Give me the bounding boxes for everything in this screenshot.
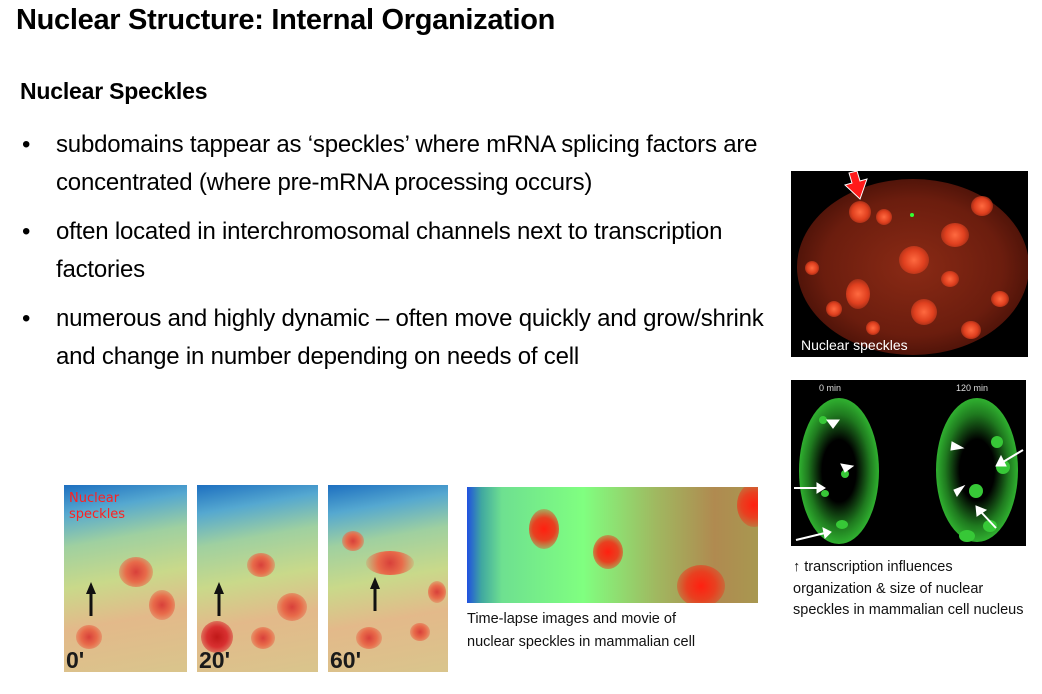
- bullet-icon: •: [22, 305, 31, 332]
- speckle: [961, 321, 981, 339]
- white-arrows-icon: [794, 419, 1024, 541]
- speckle: [529, 509, 559, 549]
- speckle: [593, 535, 623, 569]
- speckle: [941, 271, 959, 287]
- speckle: [366, 551, 414, 575]
- bullet-icon: •: [22, 131, 31, 158]
- bullet-list: • subdomains tappear as ‘speckles’ where…: [20, 126, 770, 387]
- speckle: [76, 625, 102, 649]
- speckle: [941, 223, 969, 247]
- section-heading: Nuclear Speckles: [20, 78, 208, 104]
- time-label: 120 min: [956, 383, 989, 393]
- time-label: 0 min: [819, 383, 842, 393]
- speckle: [805, 261, 819, 275]
- speckle: [991, 291, 1009, 307]
- bullet-item: • subdomains tappear as ‘speckles’ where…: [20, 126, 770, 201]
- speckle: [201, 621, 233, 653]
- speckle: [899, 246, 929, 274]
- bullet-text: numerous and highly dynamic – often move…: [56, 305, 764, 370]
- speckle: [983, 520, 997, 532]
- speckle: [846, 279, 870, 309]
- transcription-micrograph: 0 min 120 min: [791, 380, 1026, 546]
- timelapse-frame-60: 60': [328, 485, 448, 672]
- speckle: [356, 627, 382, 649]
- bullet-text: often located in interchromosomal channe…: [56, 218, 723, 283]
- speckle: [737, 487, 758, 527]
- movie-caption: Time-lapse images and movie of nuclear s…: [467, 608, 695, 653]
- speckle: [677, 565, 725, 603]
- speckle: [247, 553, 275, 577]
- bullet-text: subdomains tappear as ‘speckles’ where m…: [56, 131, 758, 196]
- speckle: [251, 627, 275, 649]
- speckle: [410, 623, 430, 641]
- slide-title: Nuclear Structure: Internal Organization: [16, 4, 556, 36]
- black-arrow-icon: [214, 582, 224, 616]
- speckle: [428, 581, 446, 603]
- speckle: [866, 321, 880, 335]
- image-label: Nuclear speckles: [801, 337, 908, 353]
- speckle: [849, 201, 871, 223]
- green-dot: [910, 213, 914, 217]
- frame-time: 60': [330, 647, 362, 672]
- nuclear-speckles-micrograph: Nuclear speckles: [791, 171, 1028, 357]
- speckle: [826, 301, 842, 317]
- timelapse-movie[interactable]: [467, 487, 758, 603]
- speckle: [969, 484, 983, 498]
- frame-time: 20': [199, 647, 231, 672]
- speckle: [149, 590, 175, 620]
- speckle: [876, 209, 892, 225]
- bullet-item: • numerous and highly dynamic – often mo…: [20, 300, 770, 375]
- timelapse-frame-20: 20': [197, 485, 318, 672]
- speckle: [911, 299, 937, 325]
- red-arrow-icon: [844, 171, 868, 200]
- bullet-icon: •: [22, 218, 31, 245]
- black-arrow-icon: [86, 582, 96, 616]
- speckle: [277, 593, 307, 621]
- bullet-item: • often located in interchromosomal chan…: [20, 213, 770, 288]
- black-arrow-icon: [370, 577, 380, 611]
- caption-line: Time-lapse images and movie of: [467, 611, 676, 627]
- speckle: [342, 531, 364, 551]
- transcription-caption: ↑ transcription influences organization …: [793, 559, 1024, 618]
- speckle: [841, 470, 849, 478]
- frame-time: 0': [66, 647, 85, 672]
- speckle: [971, 196, 993, 216]
- speckle: [836, 520, 848, 529]
- caption-line: nuclear speckles in mammalian cell: [467, 633, 696, 650]
- speckle: [959, 530, 975, 542]
- nucleus-0min: [799, 398, 879, 544]
- speckle: [821, 490, 829, 497]
- speckle: [119, 557, 153, 587]
- speckle: [991, 436, 1003, 448]
- speckle: [819, 416, 827, 424]
